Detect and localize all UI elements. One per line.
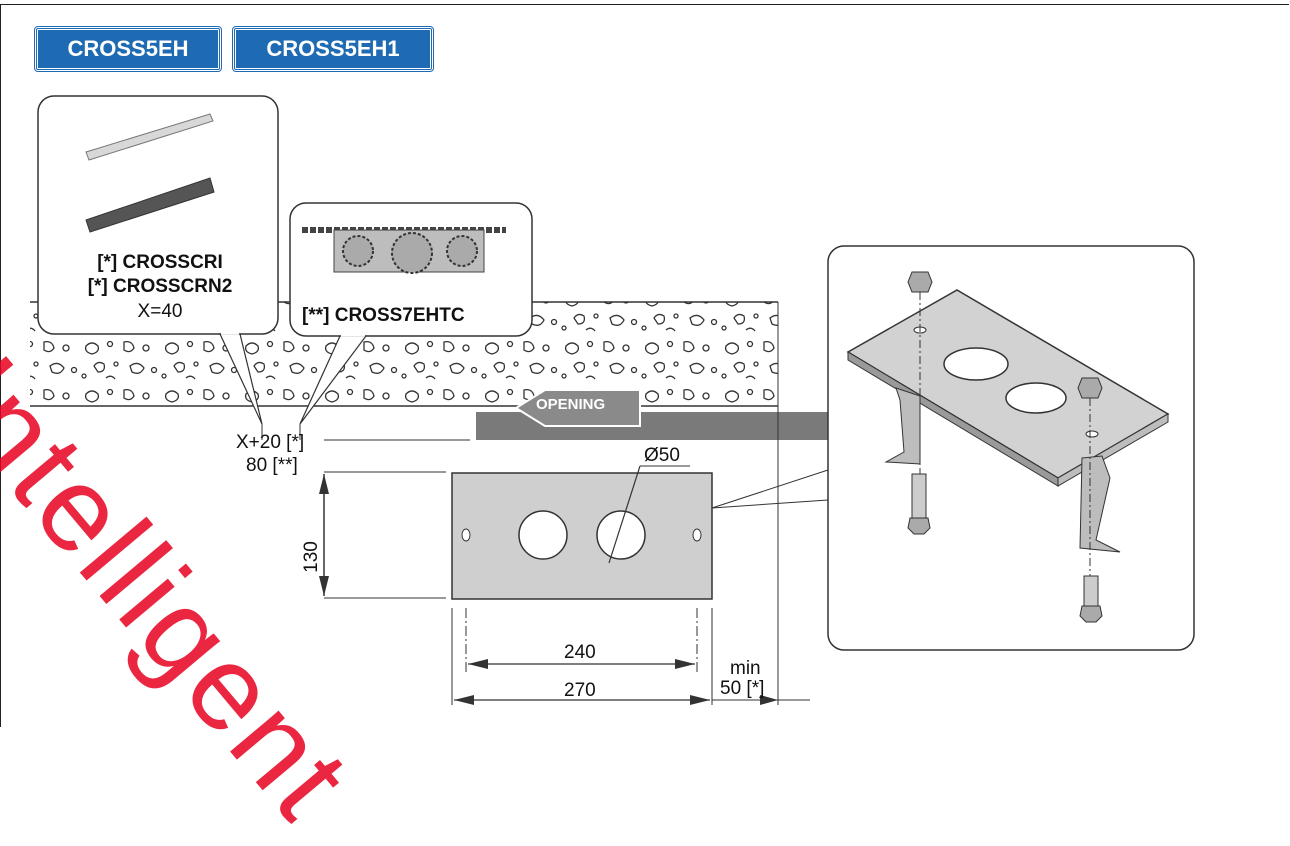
dim-hole-diameter: Ø50 <box>644 445 680 466</box>
detail-view <box>827 245 1195 651</box>
rack-callout <box>37 95 279 425</box>
opening-label: OPENING <box>536 396 606 413</box>
dim-plate-width: 270 <box>564 680 596 701</box>
installation-drawing <box>30 95 1195 705</box>
rack-label-1: [*] CROSSCRI <box>97 252 223 273</box>
rack-label-2: [*] CROSSCRN2 <box>87 276 233 297</box>
model-badge-cross5eh1: CROSS5EH1 <box>232 26 434 72</box>
dim-min-value: 50 [*] <box>720 678 765 699</box>
dim-min-label: min <box>730 658 761 679</box>
drawing-frame <box>0 4 1289 727</box>
chain-label: [**] CROSS7EHTC <box>302 305 465 326</box>
dim-offset-rack: X+20 [*] <box>236 432 305 453</box>
base-plate <box>451 472 713 600</box>
chain-callout <box>289 202 533 425</box>
opening-arrow <box>514 389 641 427</box>
dim-offset-chain: 80 [**] <box>246 455 298 476</box>
dim-height: 130 <box>300 541 322 573</box>
dim-hole-spacing: 240 <box>564 642 596 663</box>
model-badge-cross5eh: CROSS5EH <box>34 26 222 72</box>
rack-x-value: X=40 <box>137 301 183 322</box>
